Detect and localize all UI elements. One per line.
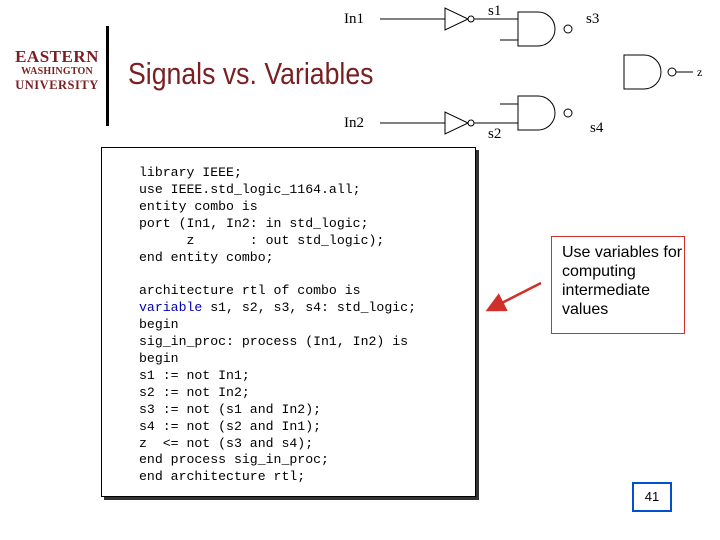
code-line: z <= not (s3 and s4); (139, 435, 314, 451)
code-line: begin (139, 350, 179, 366)
page-number: 41 (632, 482, 672, 512)
code-listing-box: library IEEE; use IEEE.std_logic_1164.al… (101, 147, 476, 497)
university-logo: EASTERN WASHINGTON UNIVERSITY (14, 48, 100, 93)
nand-gate-z (623, 54, 662, 90)
code-line: library IEEE; (139, 165, 242, 180)
label-in1: In1 (344, 11, 364, 27)
code-line: begin (139, 317, 179, 333)
slide-title: Signals vs. Variables (128, 56, 374, 91)
code-line: architecture rtl of combo is (139, 283, 361, 299)
code-line: end process sig_in_proc; (139, 452, 329, 468)
code-line: s1 := not In1; (139, 367, 250, 383)
code-line: s4 := not (s2 and In1); (139, 418, 322, 434)
code-line: entity combo is (139, 198, 258, 214)
vhdl-code: library IEEE; use IEEE.std_logic_1164.al… (139, 165, 416, 486)
label-s1: s1 (488, 3, 501, 19)
code-line: port (In1, In2: in std_logic; (139, 215, 369, 231)
inverter-2 (444, 111, 470, 135)
logic-circuit-diagram: In1 In2 s1 s2 s3 s4 z (344, 3, 702, 142)
label-s2: s2 (488, 126, 501, 142)
callout-note: Use variables for computing intermediate… (551, 236, 685, 334)
inverter-1 (444, 7, 470, 31)
logo-divider (106, 26, 109, 126)
code-line: s1, s2, s3, s4: std_logic; (202, 300, 416, 316)
logo-line-washington: WASHINGTON (21, 66, 93, 77)
code-keyword-variable: variable (139, 300, 203, 316)
label-z: z (697, 65, 702, 79)
arrow-line (485, 281, 542, 312)
nand-gate-s4 (517, 95, 556, 131)
code-line: sig_in_proc: process (In1, In2) is (139, 334, 409, 350)
code-line: end entity combo; (139, 249, 274, 265)
code-line: s3 := not (s1 and In2); (139, 401, 322, 417)
nand-gate-s3 (517, 11, 556, 47)
code-line: end architecture rtl; (139, 469, 306, 485)
label-s4: s4 (590, 120, 604, 136)
code-line: use IEEE.std_logic_1164.all; (139, 181, 361, 197)
label-s3: s3 (586, 11, 599, 27)
logo-line-university: UNIVERSITY (15, 78, 99, 92)
code-line: s2 := not In2; (139, 384, 250, 400)
code-line: z : out std_logic); (139, 232, 385, 248)
label-in2: In2 (344, 115, 364, 131)
logo-line-eastern: EASTERN (15, 47, 99, 66)
